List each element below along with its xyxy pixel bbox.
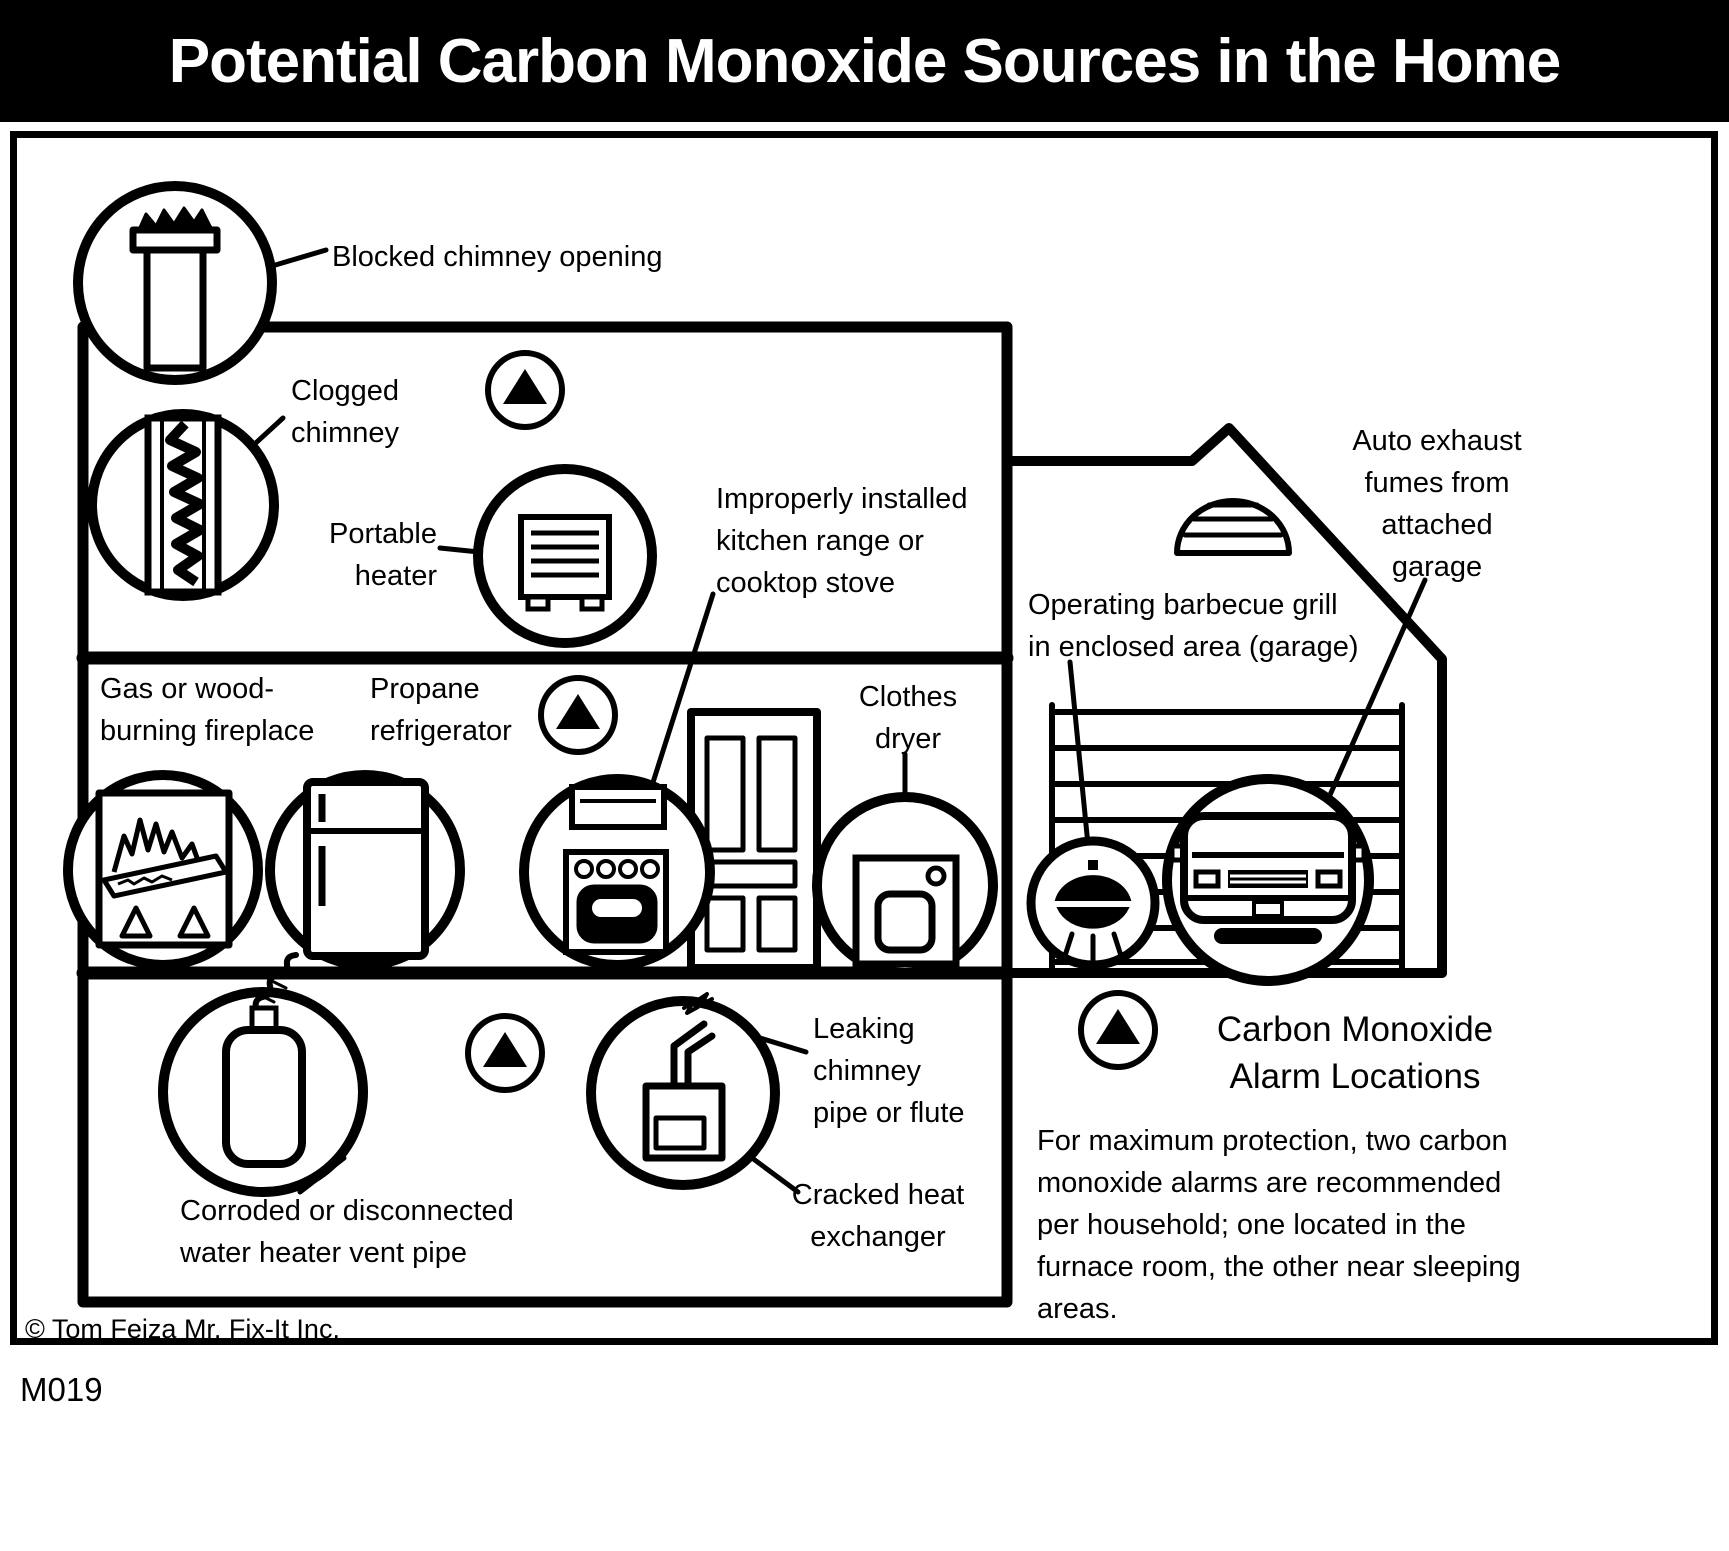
title-bar: Potential Carbon Monoxide Sources in the… [0, 0, 1729, 122]
legend-heading: Carbon Monoxide Alarm Locations [1216, 1010, 1494, 1097]
label-clothes-dryer: Clothes dryer [858, 681, 958, 756]
label-water-heater: Corroded or disconnected water heater ve… [180, 1195, 514, 1270]
label-cracked-exchanger: Cracked heat exchanger [791, 1179, 965, 1254]
legend-body: For maximum protection, two carbon monox… [1037, 1125, 1521, 1326]
label-propane-refrigerator: Propane refrigerator [370, 673, 512, 748]
co-alarm-icon-upper [485, 350, 565, 430]
diagram-frame [10, 131, 1718, 1345]
fireplace-icon [95, 789, 233, 949]
garage-roof [1002, 423, 1447, 978]
label-fireplace: Gas or wood- burning fireplace [100, 673, 315, 748]
refrigerator-icon [303, 778, 429, 960]
label-barbecue-grill: Operating barbecue grill in enclosed are… [1028, 589, 1359, 664]
copyright-text: © Tom Feiza Mr. Fix-It Inc. [25, 1314, 340, 1344]
clogged-chimney-icon [144, 414, 222, 596]
blocked-chimney-icon [129, 206, 221, 372]
label-leaking-pipe: Leaking chimney pipe or flute [813, 1013, 965, 1130]
label-blocked-chimney: Blocked chimney opening [332, 241, 663, 273]
kitchen-range-icon [563, 784, 669, 955]
gable-vent-icon [1174, 498, 1292, 556]
co-alarm-symbols [465, 350, 1158, 1093]
clothes-dryer-icon [852, 854, 960, 968]
water-heater-icon [222, 952, 306, 1168]
furnace-icon [642, 992, 726, 1162]
label-kitchen-range: Improperly installed kitchen range or co… [716, 483, 968, 600]
co-alarm-icon-basement [465, 1013, 545, 1093]
label-auto-exhaust: Auto exhaust fumes from attached garage [1352, 425, 1522, 584]
interior-door-icon [687, 708, 821, 972]
label-portable-heater: Portable heater [328, 518, 437, 593]
page-title: Potential Carbon Monoxide Sources in the… [168, 26, 1562, 96]
document-code: M019 [20, 1371, 103, 1408]
bbq-grill-icon [1054, 860, 1132, 966]
portable-heater-icon [518, 514, 612, 612]
co-alarm-icon-main [538, 675, 618, 755]
car-icon [1169, 812, 1367, 944]
label-clogged-chimney: Clogged chimney [291, 375, 400, 450]
co-alarm-icon-legend [1078, 990, 1158, 1070]
